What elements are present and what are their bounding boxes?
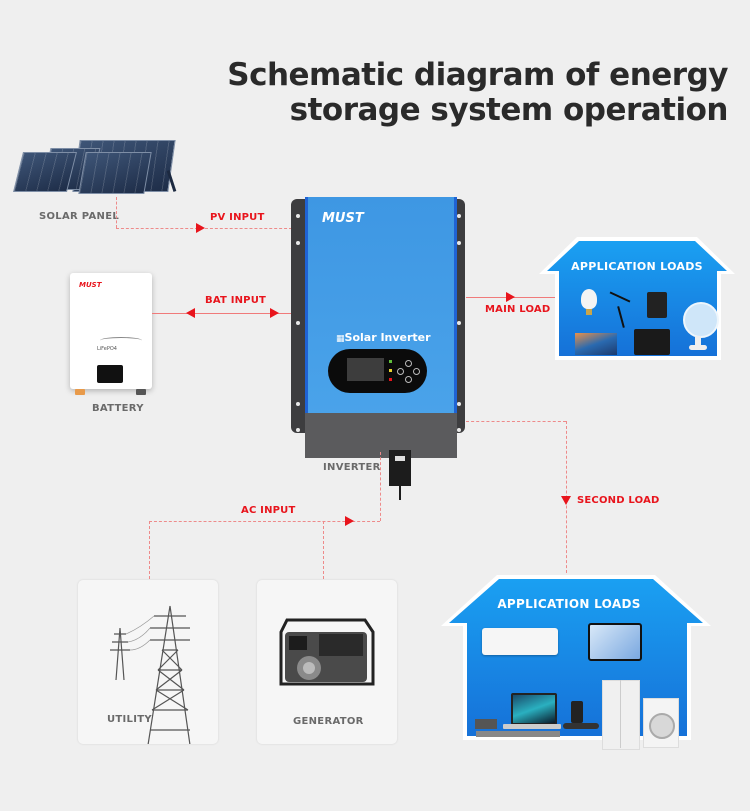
pv-input-label: PV INPUT [210,212,265,223]
inverter-brand: MUST [322,211,364,226]
inverter-product-name: ▦Solar Inverter [336,331,431,344]
books-icon [475,719,497,729]
title-line-2: storage system operation [289,92,729,128]
inverter-cable [399,486,401,500]
keyboard-icon [476,731,560,737]
title-line-1: Schematic diagram of energy [227,57,728,93]
battery-terminal-positive [75,389,85,395]
generator-icon [279,618,375,686]
battery-chemistry: LiFePO4 [97,346,117,352]
ac-connector-inverter [380,452,381,521]
bat-input-label: BAT INPUT [205,295,267,306]
utility-card: UTILITY [78,580,218,744]
printer-icon [634,329,670,355]
ac-input-label: AC INPUT [241,505,296,516]
phone-dock-icon [571,701,583,723]
fan-icon [683,302,719,338]
led-red-icon [389,378,392,381]
bat-connector [152,313,292,314]
second-load-arrow-icon [561,496,571,505]
ac-connector-horizontal [149,521,380,522]
coffee-machine-icon [647,292,667,318]
main-load-label: MAIN LOAD [485,304,551,315]
battery-display [97,365,123,383]
battery-terminal-negative [136,389,146,395]
button-right-icon [413,368,420,375]
battery-label: BATTERY [92,403,144,414]
ac-connector-generator [323,521,324,579]
led-green-icon [389,360,392,363]
inverter-lcd [347,358,384,381]
light-bulb-icon [581,289,597,309]
tv-icon [575,333,617,355]
solar-panel-icon [13,140,178,202]
ac-connector-utility [149,521,150,579]
battery-brand: MUST [79,281,102,289]
button-up-icon [405,360,412,367]
bat-arrow-left-icon [186,308,195,318]
main-loads-house: APPLICATION LOADS [537,232,737,362]
solar-panel-label: SOLAR PANEL [39,211,120,222]
solar-logo-icon [100,337,142,344]
inverter-label: INVERTER [323,462,381,473]
battery-icon: MUST LiFePO4 [70,273,152,389]
power-tower-icon [110,605,191,744]
second-loads-title: APPLICATION LOADS [497,597,641,611]
pv-arrow-icon [196,223,205,233]
air-conditioner-icon [482,628,558,655]
button-down-icon [405,376,412,383]
inverter-base [305,413,457,458]
refrigerator-icon [602,680,640,750]
second-loads-house: APPLICATION LOADS [433,573,713,750]
led-yellow-icon [389,369,392,372]
ac-arrow-icon [345,516,354,526]
grid-logo-icon: ▦ [336,334,345,344]
page-title: Schematic diagram of energy storage syst… [227,58,728,128]
inverter-plug [389,450,411,486]
laptop-icon [511,693,557,725]
generator-label: GENERATOR [293,716,364,727]
utility-label: UTILITY [107,714,152,725]
pv-connector-vertical [116,197,117,228]
second-load-connector-horizontal [466,421,566,422]
generator-card: GENERATOR [257,580,397,744]
bat-arrow-right-icon [270,308,279,318]
button-left-icon [397,368,404,375]
second-load-label: SECOND LOAD [577,495,660,506]
main-loads-title: APPLICATION LOADS [571,260,703,273]
tablet-icon [588,623,642,661]
main-load-arrow-icon [506,292,515,302]
